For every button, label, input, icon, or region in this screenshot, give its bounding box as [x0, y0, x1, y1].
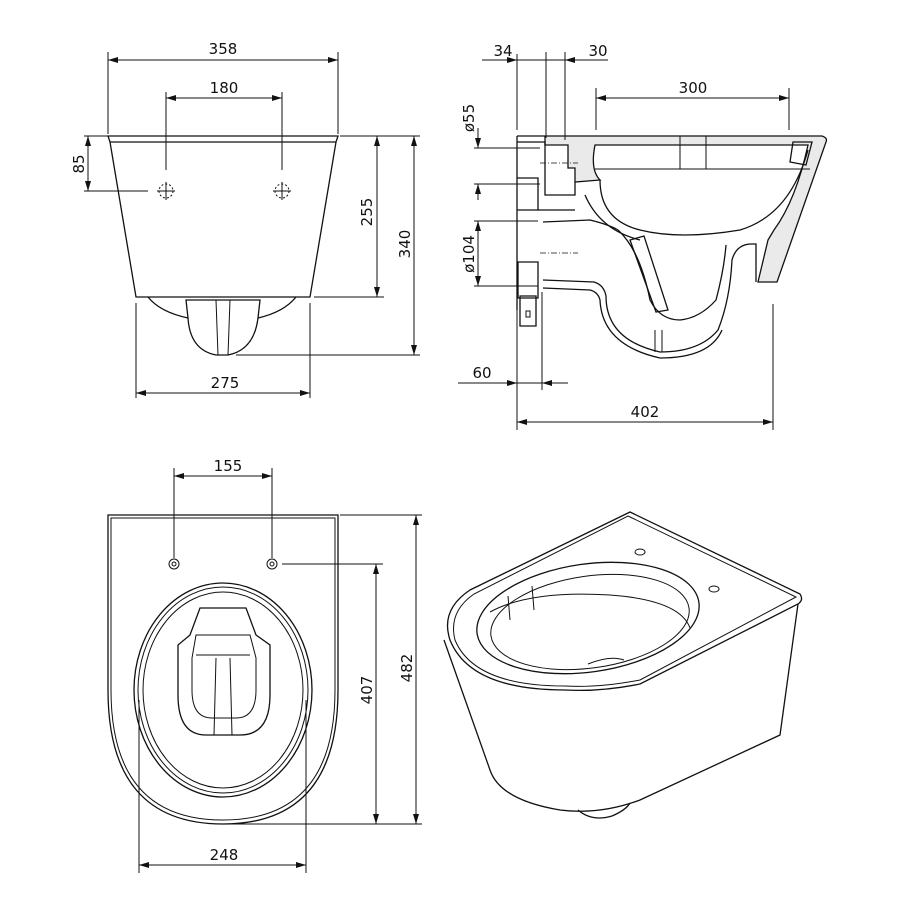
front-view: 358 180 85 255 340 275 — [70, 40, 420, 398]
dim-top-bowl-width: 248 — [210, 846, 239, 864]
side-section-view: 34 30 300 ø55 ø104 60 402 — [458, 42, 828, 430]
dim-side-overall-depth: 402 — [631, 403, 660, 421]
dim-top-hole-spacing: 155 — [214, 457, 243, 475]
isometric-view — [443, 511, 803, 819]
fixing-hole-left — [157, 182, 175, 200]
dim-side-bowl-opening: 300 — [679, 79, 708, 97]
fixing-hole-right — [273, 182, 291, 200]
dim-side-offset-a: 34 — [493, 42, 512, 60]
dim-front-overall-height: 340 — [396, 230, 414, 259]
dim-front-width: 358 — [209, 40, 238, 58]
dim-front-bottom-width: 275 — [211, 374, 240, 392]
dim-top-overall-length: 482 — [398, 654, 416, 683]
iso-seat-hole-left — [634, 548, 646, 556]
dim-side-offset-b: 30 — [588, 42, 607, 60]
dim-side-outlet-diameter: ø104 — [460, 235, 478, 273]
dim-front-body-height: 255 — [358, 198, 376, 227]
seat-hole-right — [266, 558, 278, 570]
dim-side-inlet-diameter: ø55 — [460, 104, 478, 132]
dim-front-hole-height: 85 — [70, 154, 88, 173]
dim-side-outlet-projection: 60 — [472, 364, 491, 382]
top-view: 155 407 482 248 — [107, 457, 422, 873]
seat-hole-left — [168, 558, 180, 570]
dim-top-hole-to-front: 407 — [358, 676, 376, 705]
iso-seat-hole-right — [708, 585, 720, 593]
dim-front-hole-spacing: 180 — [210, 79, 239, 97]
